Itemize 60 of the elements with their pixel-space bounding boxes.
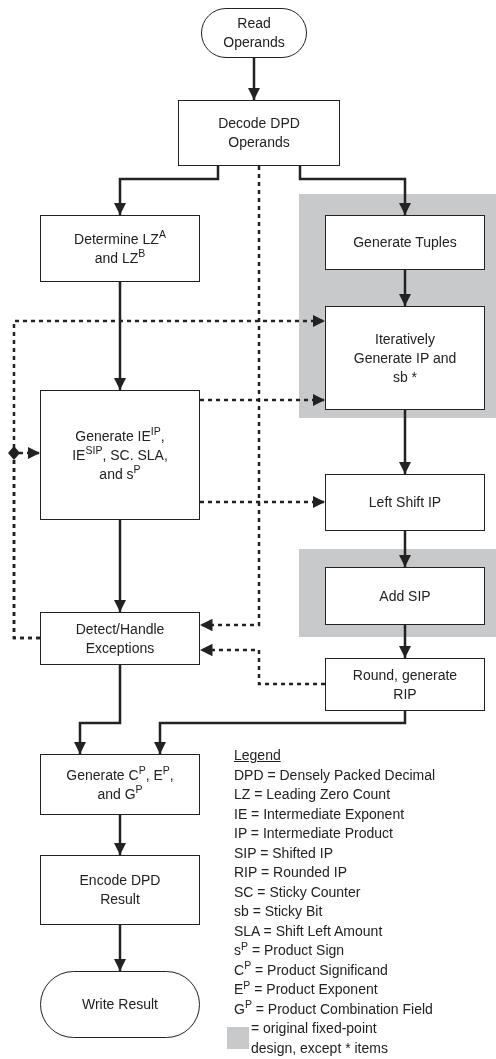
arrow [398, 270, 412, 306]
arrow [247, 58, 261, 100]
legend-text: = original fixed-point design, except * items [251, 1019, 389, 1058]
arrow [113, 815, 127, 855]
process-box [325, 567, 485, 625]
dotted-arrow [200, 495, 325, 509]
node-label: Left Shift IP [368, 493, 442, 512]
legend-definition: IE = Intermediate Exponent [234, 804, 405, 824]
legend-definition: IP = Intermediate Product [234, 824, 393, 843]
dotted-arrow [200, 166, 261, 632]
node-label: Read Operands [222, 14, 286, 52]
arrow [153, 711, 407, 754]
process-box [325, 474, 485, 531]
legend-definition: RIP = Rounded IP [234, 863, 347, 882]
node-label: Determine LZ$^{A}$ and LZ$^{B}$ [73, 229, 167, 268]
process-box [178, 100, 340, 166]
node-label: Add SIP [379, 586, 431, 606]
process-box [325, 658, 485, 711]
arrow [113, 520, 127, 612]
arrow [298, 166, 412, 215]
node-label: Write Result [82, 995, 158, 1014]
process-box [40, 754, 200, 815]
legend-definition: LZ = Leading Zero Count [234, 785, 391, 804]
legend-definition: C$^{P}$ = Product Significand [234, 960, 388, 980]
arrow [398, 410, 412, 474]
node-label: Round, generate RIP [351, 665, 459, 704]
process-box [40, 215, 200, 282]
legend-heading: Legend [234, 746, 281, 765]
process-box [40, 612, 200, 665]
arrow [113, 282, 127, 390]
dotted-arrow [12, 446, 40, 640]
process-box [40, 855, 200, 925]
arrow [73, 665, 122, 754]
legend-definition: SLA = Shift Left Amount [234, 921, 383, 941]
node-label: Encode DPD Result [78, 871, 162, 909]
legend-definition: sb = Sticky Bit [234, 902, 323, 921]
legend-definition: s$^{P}$ = Product Sign [234, 941, 345, 960]
process-box [325, 215, 485, 270]
dotted-arrow [200, 643, 325, 686]
legend-definition: SC = Sticky Counter [234, 882, 361, 902]
terminal-box [201, 8, 307, 58]
arrow [113, 166, 220, 215]
arrow [398, 625, 412, 658]
node-label: Iteratively Generate IP and sb * [352, 329, 458, 387]
shaded-region [299, 549, 496, 637]
arrow [398, 531, 412, 567]
dotted-arrow [200, 393, 325, 407]
node-label: Generate C$^{P}$, E$^{P}$, and G$^{P}$ [65, 765, 175, 804]
node-label: Decode DPD Operands [217, 114, 301, 152]
arrow [113, 925, 127, 971]
legend-definition: DPD = Densely Packed Decimal [234, 765, 436, 785]
legend-definition: SIP = Shifted IP [234, 843, 333, 863]
process-box [325, 306, 485, 410]
legend-definition: G$^{P}$ = Product Combination Field [234, 999, 433, 1019]
node-label: Generate IE$^{IP}$, IE$^{SIP}$, SC. SLA, and s$^{P}$ [71, 426, 169, 484]
node-label: Detect/Handle Exceptions [74, 619, 166, 658]
legend-definition: E$^{P}$ = Product Exponent [234, 980, 378, 999]
shaded-region [299, 194, 496, 418]
process-box [40, 390, 200, 520]
node-label: Generate Tuples [353, 233, 457, 252]
